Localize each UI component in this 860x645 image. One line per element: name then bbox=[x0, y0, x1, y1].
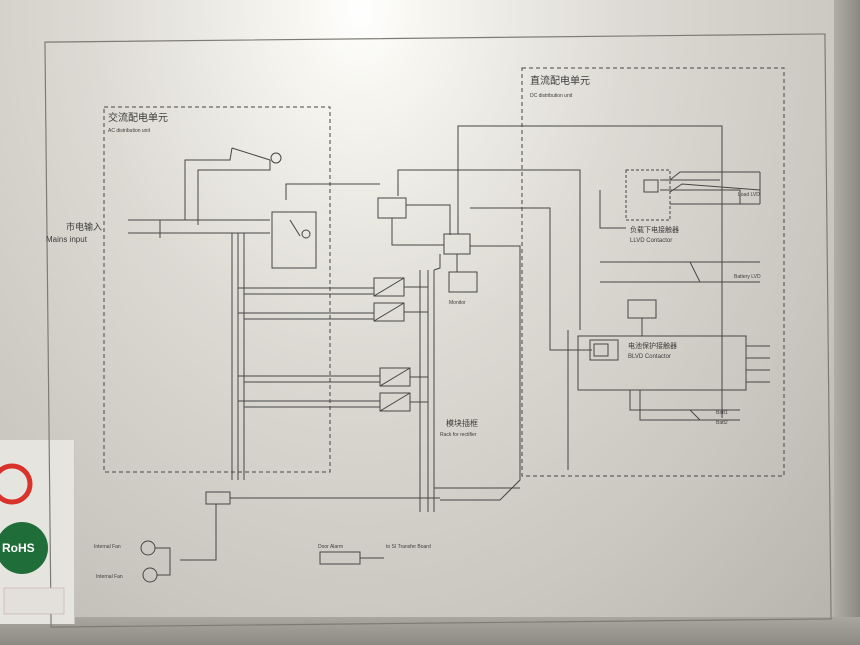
cabinet-edge-right bbox=[834, 0, 860, 645]
fine-print-block bbox=[3, 587, 65, 615]
recycle-logo-icon bbox=[0, 463, 33, 505]
rohs-logo-icon bbox=[0, 522, 48, 574]
llvd-contactor-box bbox=[625, 169, 671, 221]
load-lvd-label: Load LVD bbox=[738, 192, 760, 198]
dc-title-en: DC distribution unit bbox=[530, 93, 573, 99]
rack-label-en: Rack for rectifier bbox=[440, 432, 477, 438]
ac-title-en: AC distribution unit bbox=[108, 128, 151, 134]
mains-label-cn: 市电输入 bbox=[66, 221, 102, 232]
blvd-contactor-box bbox=[577, 335, 747, 391]
fan2-label: Internal Fan bbox=[96, 574, 123, 580]
door-alarm-label: Door Alarm bbox=[318, 544, 343, 550]
rack-label-cn: 模块插框 bbox=[446, 418, 478, 428]
llvd-label-en: LLVD Contactor bbox=[630, 238, 672, 244]
blvd-label-en: BLVD Contactor bbox=[628, 354, 671, 360]
dc-distribution-box bbox=[521, 67, 785, 477]
mains-label-en: Mains input bbox=[46, 235, 88, 244]
ac-title-cn: 交流配电单元 bbox=[108, 111, 168, 124]
blvd-label-cn: 电池保护接触器 bbox=[628, 341, 677, 350]
batt2-label: Batt2 bbox=[716, 420, 728, 426]
fan1-label: Internal Fan bbox=[94, 544, 121, 550]
batt1-label: Batt1 bbox=[716, 410, 728, 416]
battery-lvd-label: Battery LVD bbox=[734, 274, 761, 280]
monitor-label: Monitor bbox=[449, 300, 466, 306]
label-sheet-border bbox=[44, 33, 832, 628]
rohs-logo-text: RoHS bbox=[2, 541, 35, 555]
cabinet-edge-bottom bbox=[0, 617, 860, 645]
ac-distribution-box bbox=[103, 106, 331, 473]
llvd-label-cn: 负载下电接触器 bbox=[630, 225, 679, 234]
transfer-board-label: to SI Transfer Board bbox=[386, 544, 431, 550]
dc-title-cn: 直流配电单元 bbox=[530, 74, 590, 87]
